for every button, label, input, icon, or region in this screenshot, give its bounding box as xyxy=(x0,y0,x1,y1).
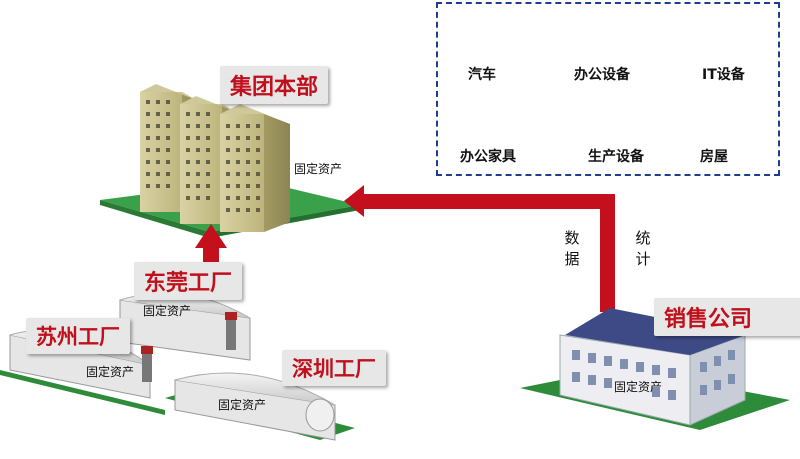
shenzhen-title: 深圳工厂 xyxy=(282,350,386,386)
factory-shenzhen xyxy=(165,372,355,441)
suzhou-asset-label: 固定资产 xyxy=(86,365,135,379)
flow-char: 数 xyxy=(564,229,580,247)
flow-char: 计 xyxy=(635,250,651,268)
flow-label-statistics: 统 计 xyxy=(634,228,652,270)
dongguan-asset-label: 固定资产 xyxy=(143,304,192,318)
sales-title: 销售公司 xyxy=(654,298,800,336)
legend-label-office-furniture: 办公家具 xyxy=(460,149,516,165)
suzhou-title: 苏州工厂 xyxy=(26,318,130,354)
flow-char: 据 xyxy=(564,250,580,268)
dongguan-title: 东莞工厂 xyxy=(134,262,243,300)
flow-label-data: 数 据 xyxy=(563,228,581,270)
shenzhen-asset-label: 固定资产 xyxy=(218,398,267,412)
legend-label-office-equipment: 办公设备 xyxy=(574,67,630,83)
legend-label-car: 汽车 xyxy=(468,67,496,83)
arrow-sales-to-hq xyxy=(344,185,615,312)
hq-title: 集团本部 xyxy=(220,66,329,104)
sales-asset-label: 固定资产 xyxy=(614,380,663,394)
headquarters-building xyxy=(100,84,360,238)
hq-asset-label: 固定资产 xyxy=(294,162,343,176)
flow-char: 统 xyxy=(635,229,651,247)
legend-label-house: 房屋 xyxy=(700,149,728,165)
legend-label-it-equipment: IT设备 xyxy=(702,67,745,83)
asset-type-legend xyxy=(436,2,780,176)
legend-label-production-equipment: 生产设备 xyxy=(588,149,644,165)
